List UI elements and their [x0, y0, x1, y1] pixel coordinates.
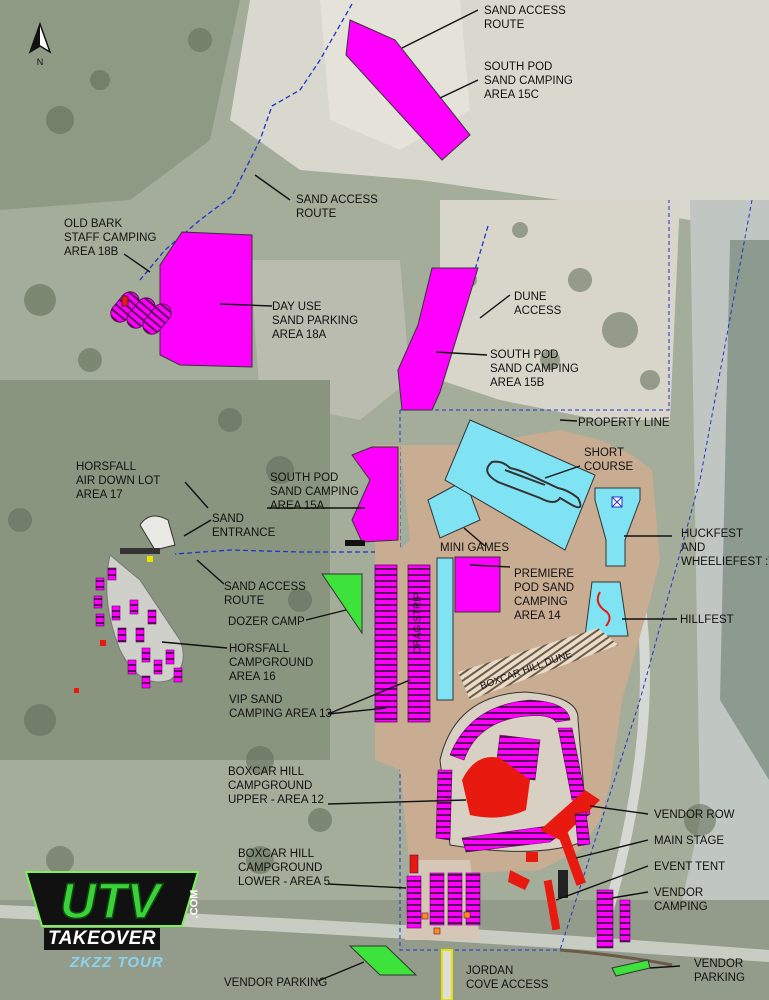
logo-domain: .COM: [188, 889, 201, 919]
boxcar-lower-5: [406, 854, 481, 935]
sand-entrance-gate: [345, 540, 365, 546]
label-property-line: PROPERTY LINE: [578, 417, 670, 429]
south-pod-15c: [345, 19, 471, 161]
label-vendor-row: VENDOR ROW: [654, 809, 735, 821]
boxcar-hill-dune: [458, 628, 618, 700]
short-course: [444, 419, 596, 551]
mini-games: [427, 479, 481, 539]
upper-12-core: [462, 756, 530, 818]
utv-takeover-logo: UTV TAKEOVER .COM ZKZZ TOUR: [22, 868, 208, 978]
short-course-track: [486, 460, 582, 509]
huckfest-area: [594, 487, 641, 567]
logo-subtitle: TAKEOVER: [44, 928, 161, 950]
label-hillfest: HILLFEST: [680, 614, 734, 626]
logo-tour: ZKZZ TOUR: [70, 954, 164, 971]
drag-strip: [436, 557, 454, 701]
leader-lines: [123, 9, 681, 982]
label-vendor-parking-left: VENDOR PARKING: [224, 977, 328, 989]
vendor-camping: [559, 889, 673, 967]
label-main-stage: MAIN STAGE: [654, 835, 725, 847]
vendor-parking-left: [348, 945, 418, 976]
property-line: [399, 199, 753, 951]
old-bark-18b: [110, 291, 172, 335]
jordan-cove-road: [441, 949, 453, 1000]
vip-sand-camping-13: [374, 564, 431, 723]
day-use-18a: [159, 231, 253, 368]
north-arrow-icon: N: [28, 22, 52, 67]
north-letter: N: [37, 57, 44, 67]
vendor-area: [508, 790, 600, 931]
label-dozer-camp: DOZER CAMP: [228, 616, 305, 628]
horsfall-area: [74, 515, 184, 693]
dozer-camp: [321, 573, 363, 635]
boxcar-upper-12: [435, 691, 591, 853]
utv-logo-mark: UTV: [24, 871, 200, 930]
label-mini-games: MINI GAMES: [440, 542, 510, 554]
label-drag-strip: DRAG STRIP: [412, 592, 424, 654]
label-event-tent: EVENT TENT: [654, 861, 726, 873]
logo-brand: UTV: [60, 873, 164, 929]
south-pod-15a: [351, 446, 399, 543]
south-pod-15b: [397, 267, 479, 411]
hillfest-area: [584, 581, 629, 637]
